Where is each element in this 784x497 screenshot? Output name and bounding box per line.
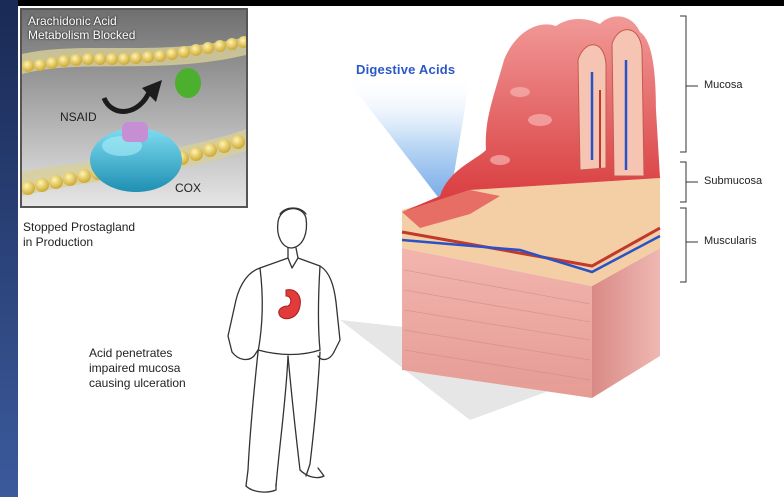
acid-caption: Acid penetrates impaired mucosa causing … [89, 346, 186, 391]
inset-title: Arachidonic Acid Metabolism Blocked [28, 14, 135, 42]
cox-label: COX [175, 181, 201, 195]
submucosa-label: Submucosa [704, 175, 762, 187]
inset-arachidonic-acid-panel: Arachidonic Acid Metabolism Blocked NSAI… [20, 8, 248, 208]
mucosa-label: Mucosa [704, 79, 743, 91]
left-edge-background [0, 0, 18, 497]
top-border [18, 0, 784, 6]
nsaid-molecule [122, 122, 148, 142]
arachidonic-acid-molecule [175, 68, 201, 98]
muscularis-label: Muscularis [704, 235, 757, 247]
nsaid-label: NSAID [60, 110, 97, 124]
digestive-acids-label: Digestive Acids [356, 62, 455, 77]
prostaglandin-caption: Stopped Prostagland in Production [23, 220, 135, 250]
